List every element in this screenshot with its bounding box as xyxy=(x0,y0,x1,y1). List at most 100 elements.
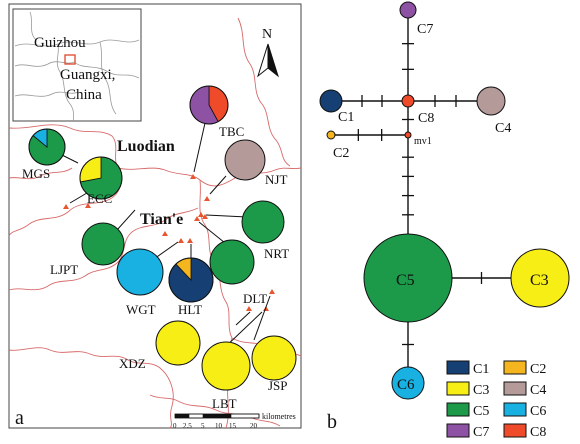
legend-label: C6 xyxy=(530,404,546,419)
site-marker-hlt xyxy=(187,238,193,243)
legend-label: C7 xyxy=(473,425,489,440)
legend-item-c2: C2 xyxy=(503,360,546,377)
legend-label: C3 xyxy=(473,383,489,398)
site-markers xyxy=(63,174,275,311)
pie-label-wgt: WGT xyxy=(126,302,156,317)
pie-slice xyxy=(81,222,125,266)
legend-label: C5 xyxy=(473,404,489,419)
pie-label-jsp: JSP xyxy=(268,378,288,393)
node-label-c5: C5 xyxy=(396,272,415,289)
site-marker-ecc xyxy=(85,203,91,208)
pie-label-nrt: NRT xyxy=(264,246,289,261)
pie-slice xyxy=(201,341,251,391)
inset-label-guizhou: Guizhou xyxy=(34,35,86,51)
legend-label: C2 xyxy=(530,362,546,377)
site-marker-dlt xyxy=(269,289,275,294)
legend-item-c8: C8 xyxy=(503,423,546,440)
legend-swatch xyxy=(503,402,527,417)
site-marker-mgs xyxy=(63,204,69,209)
node-c4: C4 xyxy=(476,86,511,136)
panel-label-b: b xyxy=(327,411,337,433)
pie-njt: NJT xyxy=(224,139,287,187)
study-area-box xyxy=(64,54,76,65)
node-c7: C7 xyxy=(399,1,433,37)
legend-swatch xyxy=(503,381,527,396)
scale-tick-5: 5 xyxy=(201,422,205,430)
legend-swatch xyxy=(503,423,527,438)
site-marker-tbc xyxy=(190,174,196,179)
scale-unit-label: kilometres xyxy=(262,412,296,421)
node-label-c8: C8 xyxy=(418,111,434,126)
pie-slice xyxy=(209,239,255,285)
pie-nrt: NRT xyxy=(241,200,289,261)
scale-tick-0: 0 xyxy=(173,422,177,430)
site-marker-nrt-c xyxy=(202,214,208,219)
inset-label-guangxi: Guangxi, xyxy=(60,67,115,83)
node-circle xyxy=(391,366,425,400)
legend-item-c1: C1 xyxy=(446,360,489,377)
pie-tbc: TBC xyxy=(189,85,244,139)
legend-swatch xyxy=(446,402,470,417)
pie-dlt: DLT xyxy=(209,239,267,306)
node-label-c3: C3 xyxy=(530,272,549,289)
legend-item-c5: C5 xyxy=(446,402,489,419)
pie-hlt: HLT xyxy=(168,257,214,317)
pie-label-hlt: HLT xyxy=(178,302,202,317)
pie-label-ecc: ECC xyxy=(87,191,112,206)
pie-slice xyxy=(116,248,164,296)
node-mv1: mv1 xyxy=(404,131,432,147)
legend-swatch xyxy=(446,423,470,438)
pie-jsp: JSP xyxy=(251,335,297,393)
pie-wgt: WGT xyxy=(116,248,164,317)
pie-label-xdz: XDZ xyxy=(119,356,146,371)
pie-lbt: LBT xyxy=(201,341,251,411)
pie-label-lbt: LBT xyxy=(212,396,237,411)
inset-map: Guizhou Guangxi, China xyxy=(12,8,142,122)
map-panel: Guizhou Guangxi, China N Luodian Tian'e xyxy=(8,3,302,430)
place-label-tiane: Tian'e xyxy=(140,211,183,228)
pie-ljpt: LJPT xyxy=(50,222,125,277)
scale-bar: 0 2.5 5 10 15 20 kilometres xyxy=(173,412,296,430)
legend-label: C4 xyxy=(530,383,546,398)
node-circle xyxy=(319,89,343,113)
node-label-c4: C4 xyxy=(495,121,511,136)
pie-xdz: XDZ xyxy=(119,320,201,371)
pie-label-dlt: DLT xyxy=(243,291,267,306)
site-marker-nrt-a xyxy=(198,212,204,217)
node-c1: C1 xyxy=(319,89,354,125)
north-label: N xyxy=(262,27,272,42)
site-marker-njt xyxy=(204,196,210,201)
edge-c8-c7 xyxy=(402,10,414,101)
pie-label-mgs: MGS xyxy=(22,166,50,181)
node-circle xyxy=(510,248,570,308)
site-marker-ljpt xyxy=(162,231,168,236)
node-label-c6: C6 xyxy=(397,377,415,393)
node-circle xyxy=(401,94,415,108)
legend-swatch xyxy=(446,360,470,375)
node-c5: C5 xyxy=(363,233,453,323)
legend-swatch xyxy=(446,381,470,396)
site-marker-nrt-b xyxy=(194,216,200,221)
legend-item-c7: C7 xyxy=(446,423,489,440)
network-edges xyxy=(331,10,540,383)
pie-label-tbc: TBC xyxy=(219,124,244,139)
pie-label-ljpt: LJPT xyxy=(50,262,78,277)
node-circle xyxy=(326,130,336,140)
scale-tick-20: 20 xyxy=(250,422,258,430)
population-pies: TBC MGS ECC NJT NRT LJPT WGT HLT DLT XDZ LBT JSP xyxy=(22,85,297,411)
scale-tick-10: 10 xyxy=(215,422,223,430)
legend-swatch xyxy=(503,360,527,375)
node-label-mv1: mv1 xyxy=(414,136,432,147)
node-circle xyxy=(476,86,506,116)
scale-tick-2-5: 2.5 xyxy=(183,422,192,430)
node-c3: C3 xyxy=(510,248,570,308)
legend-item-c6: C6 xyxy=(503,402,546,419)
node-circle xyxy=(399,1,417,19)
node-label-c2: C2 xyxy=(333,146,349,161)
edge-c8-c1 xyxy=(331,95,408,107)
inset-frame xyxy=(12,8,142,122)
